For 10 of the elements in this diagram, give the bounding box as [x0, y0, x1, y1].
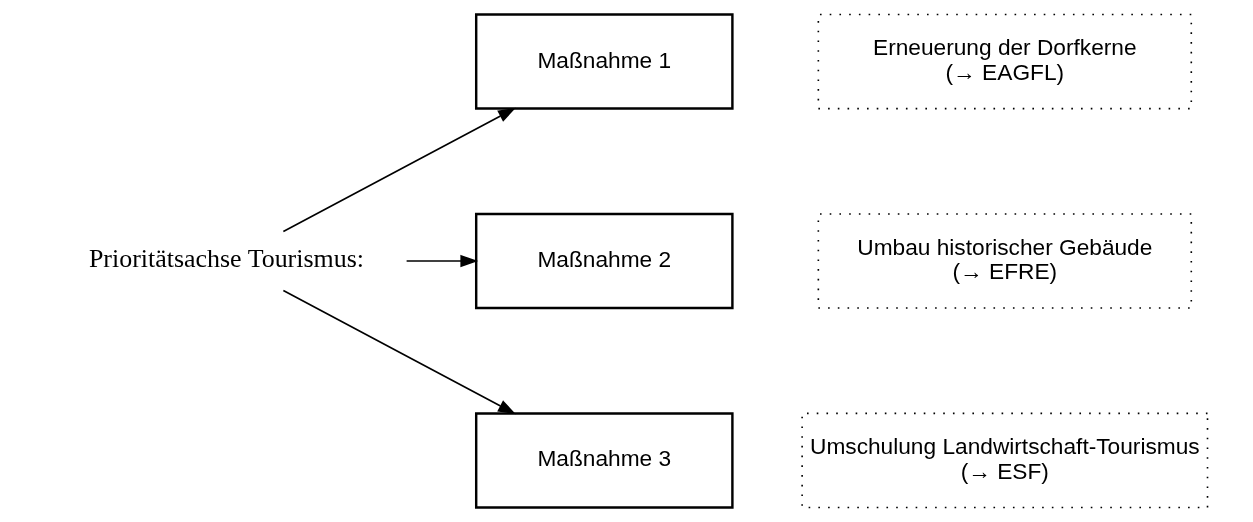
arrow — [282, 289, 516, 415]
arrow — [405, 254, 478, 268]
node-box: Erneuerung der Dorfkerne (→ EAGFL) — [817, 13, 1192, 110]
arrow — [282, 107, 516, 233]
node-box: Maßnahme 2 — [474, 212, 734, 310]
node-box: Maßnahme 3 — [474, 412, 734, 509]
node-box: Maßnahme 1 — [474, 13, 734, 110]
node-box: Umbau historischer Gebäude (→ EFRE) — [817, 213, 1192, 309]
node-text: Prioritätsachse Tourismus: — [88, 244, 364, 274]
node-box: Umschulung Landwirtschaft-Tourismus (→ ESF) — [800, 412, 1208, 509]
